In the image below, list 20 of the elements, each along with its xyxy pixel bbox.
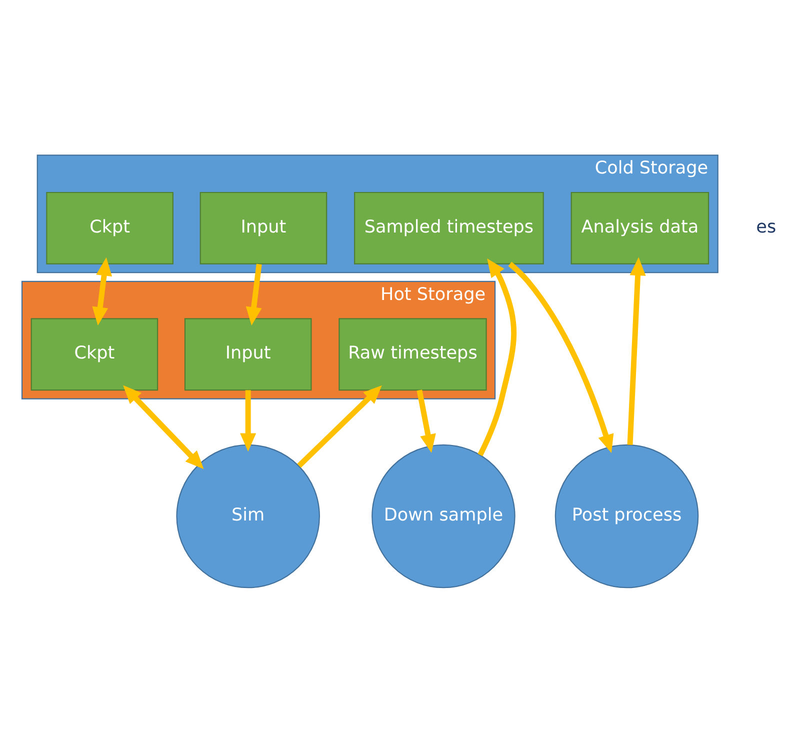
arrow [416,390,436,453]
node-box: Raw timesteps [338,318,487,391]
arrow [297,385,382,468]
arrow [508,262,614,454]
arrow [92,257,112,326]
arrow [240,390,256,452]
arrow [478,258,517,456]
node-box: Ckpt [46,192,174,264]
node-circle: Down sample [372,444,516,588]
arrow [246,264,262,326]
node-box: Sampled timesteps [354,192,544,264]
node-circle: Post process [554,444,699,588]
node-box: Input [184,318,312,391]
node-box: Ckpt [30,318,158,391]
label: es [756,217,776,238]
node-box: Input [200,192,328,264]
arrow [627,257,646,446]
node-circle: Sim [176,444,320,588]
arrow [123,385,204,470]
node-box: Analysis data [570,192,710,264]
